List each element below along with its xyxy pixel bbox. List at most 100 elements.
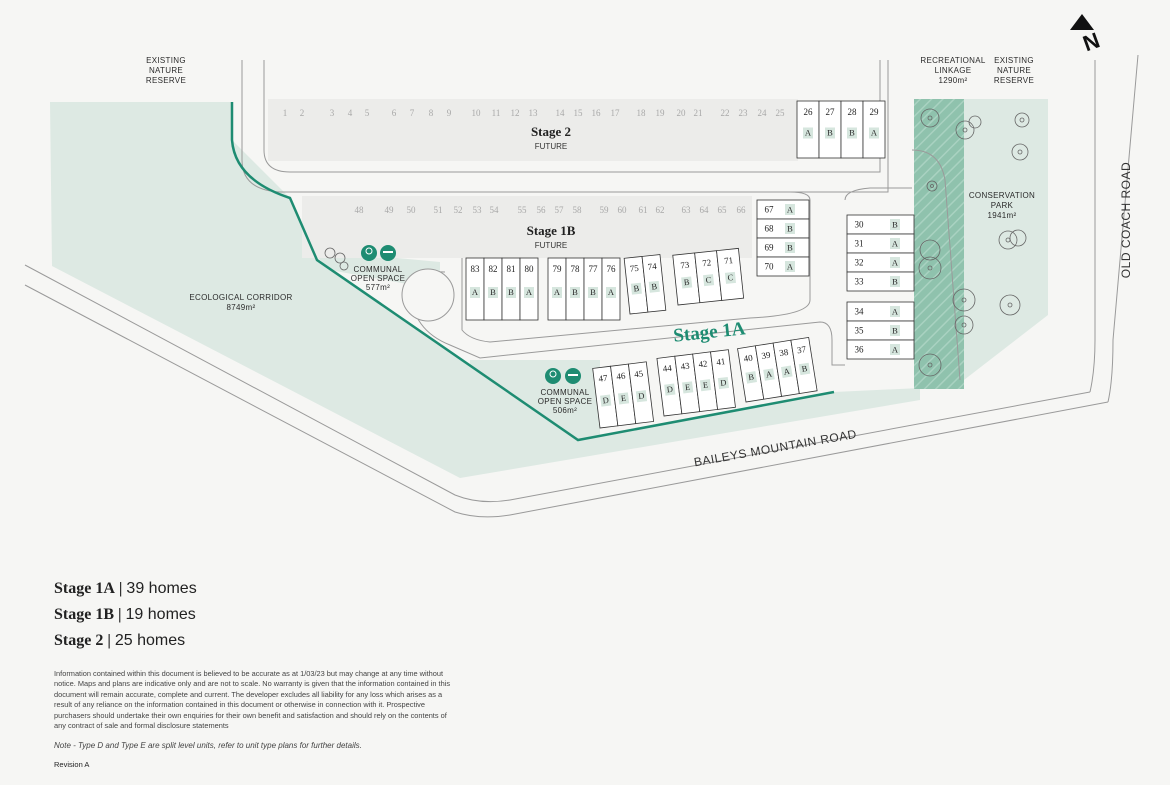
lot-number: 33	[855, 277, 865, 287]
svg-text:COMMUNAL: COMMUNAL	[540, 388, 589, 397]
future-lot-number: 56	[537, 205, 547, 215]
future-lot-number: 13	[529, 108, 539, 118]
lot-number: 82	[489, 264, 498, 274]
unit-type-badge	[703, 274, 715, 287]
lot-number: 28	[848, 107, 858, 117]
future-lot-number: 22	[721, 108, 730, 118]
unit-type: A	[608, 287, 615, 297]
future-lot-number: 6	[392, 108, 397, 118]
unit-type-badge	[617, 392, 630, 405]
unit-type: A	[787, 205, 794, 215]
lot-number: 80	[525, 264, 535, 274]
future-lot-number: 54	[490, 205, 500, 215]
summary-stage1b: Stage 1B | 19 homes	[54, 606, 196, 623]
lot-number: 75	[629, 263, 639, 274]
unit-type-badge	[890, 306, 900, 317]
svg-text:EXISTING: EXISTING	[994, 56, 1034, 65]
unit-type-badge	[798, 362, 811, 376]
lot[interactable]	[756, 256, 810, 277]
lot-number: 32	[855, 258, 864, 268]
future-lot-number: 59	[600, 205, 610, 215]
future-lot-number: 11	[492, 108, 501, 118]
unit-type: E	[620, 393, 626, 404]
old-coach-road-label: OLD COACH ROAD	[1119, 162, 1133, 278]
unit-type-badge	[488, 287, 498, 298]
unit-type: B	[787, 224, 793, 234]
unit-type: B	[892, 326, 898, 336]
stage1b-subtitle: FUTURE	[535, 241, 567, 250]
future-lot-number: 10	[472, 108, 482, 118]
lot-number: 37	[796, 344, 807, 355]
future-lot-number: 58	[573, 205, 583, 215]
future-lot-number: 60	[618, 205, 628, 215]
future-lot-number: 9	[447, 108, 452, 118]
unit-type: B	[892, 220, 898, 230]
unit-type-badge	[890, 257, 900, 268]
unit-type-badge	[682, 381, 694, 394]
future-lot-number: 55	[518, 205, 528, 215]
lot-number: 71	[724, 255, 734, 266]
stage1a-boundary-line	[230, 102, 835, 442]
unit-type-badge	[470, 287, 480, 298]
lot-number: 31	[855, 239, 864, 249]
communal-open-space-2-label: COMMUNAL OPEN SPACE 506m²	[538, 388, 592, 415]
unit-type-badge	[648, 280, 660, 293]
unit-type-badge	[699, 379, 712, 392]
stage2-future-area	[268, 99, 798, 161]
lot-number: 45	[634, 368, 645, 379]
unit-type-badge	[785, 223, 795, 234]
future-lot-number: 1	[283, 108, 288, 118]
svg-text:OPEN SPACE: OPEN SPACE	[351, 274, 405, 283]
future-lot-number: 21	[694, 108, 703, 118]
lot-number: 43	[680, 360, 691, 371]
lot-number: 39	[761, 350, 772, 361]
unit-type: A	[765, 369, 773, 380]
lot-number: 36	[855, 345, 865, 355]
future-lot-number: 49	[385, 205, 395, 215]
lot-number: 76	[607, 264, 617, 274]
unit-type-badge	[717, 376, 730, 390]
future-lot-number: 23	[739, 108, 749, 118]
future-lot-number: 2	[300, 108, 305, 118]
unit-type: B	[651, 281, 658, 292]
unit-type: B	[849, 128, 855, 138]
unit-type: B	[590, 287, 596, 297]
bbq-icon	[361, 245, 377, 261]
lot-number: 26	[804, 107, 814, 117]
lot-number: 34	[855, 307, 865, 317]
svg-text:506m²: 506m²	[553, 406, 577, 415]
lot-number: 29	[870, 107, 880, 117]
unit-type-badge	[724, 271, 736, 284]
recreational-linkage-label: RECREATIONAL LINKAGE 1290m²	[920, 56, 985, 85]
stage2-title: Stage 2	[531, 124, 571, 139]
unit-type-badge	[890, 344, 900, 355]
lot-number: 78	[571, 264, 581, 274]
lot-number: 30	[855, 220, 865, 230]
future-lot-number: 17	[611, 108, 621, 118]
lot-number: 38	[778, 347, 789, 358]
unit-type: D	[602, 395, 609, 406]
conservation-park-label: CONSERVATION PARK 1941m²	[969, 191, 1035, 220]
svg-text:CONSERVATION: CONSERVATION	[969, 191, 1035, 200]
svg-text:PARK: PARK	[991, 201, 1014, 210]
future-lot-number: 14	[556, 108, 566, 118]
future-lot-number: 50	[407, 205, 417, 215]
unit-type-badge	[890, 238, 900, 249]
svg-text:RESERVE: RESERVE	[146, 76, 186, 85]
unit-type: A	[783, 366, 791, 377]
future-lot-number: 16	[592, 108, 602, 118]
unit-type-badge	[825, 127, 835, 139]
lot-number: 27	[826, 107, 836, 117]
unit-type: A	[892, 239, 899, 249]
unit-type-badge	[780, 365, 793, 378]
lot-number: 83	[471, 264, 481, 274]
unit-type: A	[892, 258, 899, 268]
unit-type: D	[666, 384, 673, 395]
svg-text:NATURE: NATURE	[149, 66, 183, 75]
unit-type: A	[892, 345, 899, 355]
existing-nature-reserve-label-right: EXISTING NATURE RESERVE	[994, 56, 1034, 85]
north-arrow-icon: N	[1070, 14, 1103, 56]
future-lot-number: 48	[355, 205, 365, 215]
unit-type: B	[827, 128, 833, 138]
